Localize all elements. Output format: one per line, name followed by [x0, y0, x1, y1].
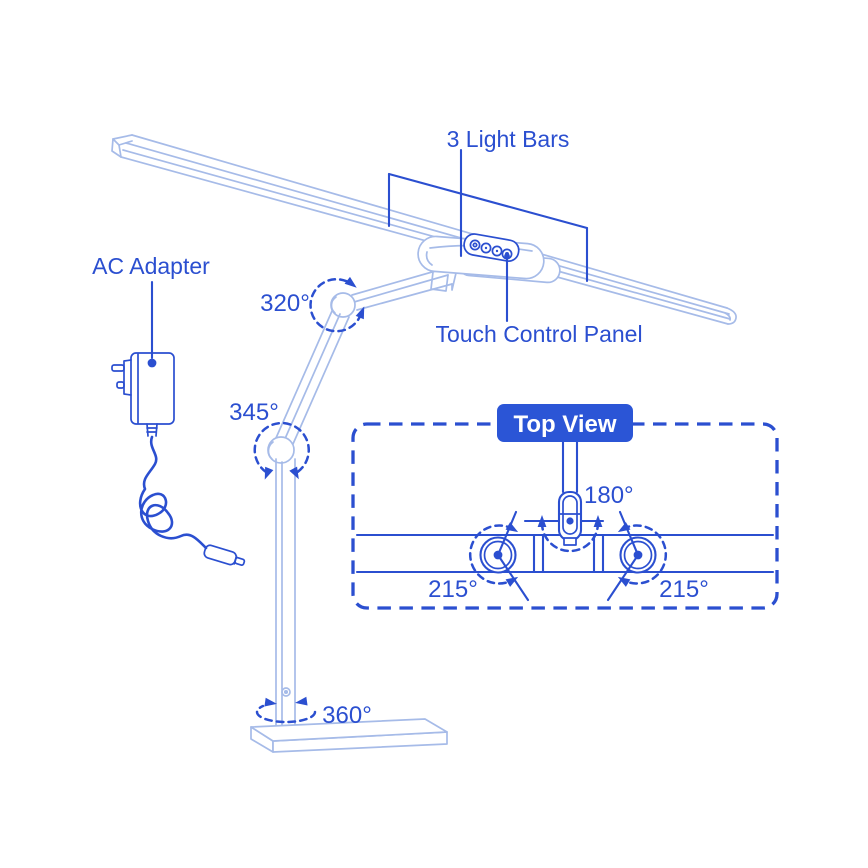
label-angle-320: 320°	[260, 290, 310, 317]
panel-button-2	[480, 242, 492, 254]
label-touch-control-panel: Touch Control Panel	[435, 321, 642, 347]
lamp-arm	[267, 267, 457, 728]
top-view-title: Top View	[513, 411, 616, 438]
power-cord	[138, 435, 208, 550]
lamp-base	[250, 718, 448, 753]
top-view-right-joint	[606, 510, 667, 602]
callout-ac-adapter: AC Adapter	[92, 253, 210, 368]
label-ac-adapter: AC Adapter	[92, 253, 210, 279]
adapter-body	[130, 352, 175, 425]
top-view-badge	[497, 404, 633, 442]
panel-button-3	[491, 245, 503, 257]
top-view-inset: 180° 215° 215° Top View	[351, 404, 779, 610]
rotation-arc-320	[309, 276, 369, 333]
bar-right-cap	[726, 307, 737, 325]
pole-screw	[281, 687, 291, 697]
top-view-left-joint	[469, 510, 530, 602]
adapter-prong	[111, 364, 125, 372]
adapter-plug-plate	[123, 359, 132, 396]
rotation-arc-360	[255, 696, 317, 724]
bar-left-cap	[111, 134, 133, 158]
panel-button-1	[469, 239, 481, 251]
rotation-arc-180	[523, 515, 605, 553]
adapter-prong	[116, 381, 125, 389]
light-bar-drawing	[111, 134, 737, 325]
callout-3-light-bars: 3 Light Bars	[387, 126, 589, 283]
label-angle-215-left: 215°	[428, 576, 478, 603]
label-angle-360: 360°	[322, 702, 372, 729]
lamp-drawing	[111, 134, 737, 753]
label-angle-345: 345°	[229, 399, 279, 426]
dc-plug	[203, 544, 246, 566]
label-angle-215-right: 215°	[659, 576, 709, 603]
rotation-arc-345	[253, 421, 310, 482]
top-view-hinges	[532, 533, 605, 574]
callout-touch-control-panel: Touch Control Panel	[435, 253, 643, 347]
top-view-arm	[561, 440, 579, 494]
label-angle-180: 180°	[584, 482, 634, 509]
ac-adapter-drawing	[111, 352, 246, 566]
label-3-light-bars: 3 Light Bars	[447, 126, 570, 152]
